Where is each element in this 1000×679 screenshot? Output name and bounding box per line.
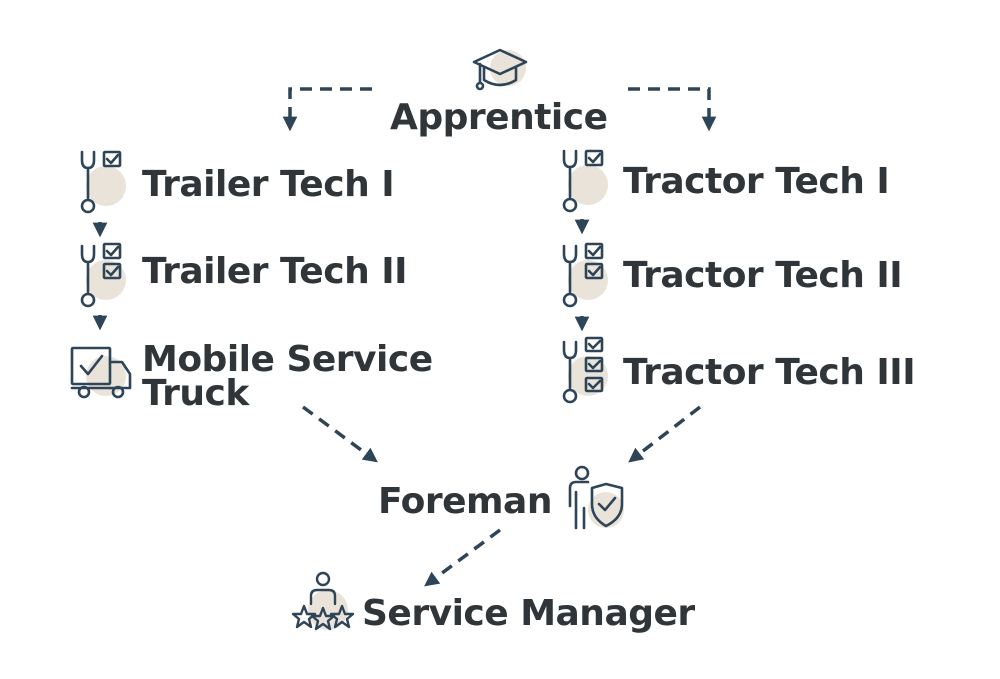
apprentice-label: Apprentice [390,97,608,138]
edge-tractor-tech-3-foreman [628,405,702,463]
wrench-checklist-icon [562,242,608,308]
wrench-checklist-icon [562,149,608,213]
trailer-tech-1-label: Trailer Tech I [142,164,395,205]
foreman-label: Foreman [378,481,552,522]
edge-foreman-service-manager [424,528,502,587]
wrench-checklist-icon [562,336,608,404]
service-manager-label: Service Manager [362,593,695,634]
edge-mobile-service-truck-foreman [301,405,378,463]
person-stars-icon [291,571,355,631]
person-shield-icon [568,465,624,530]
tractor-tech-1-label: Tractor Tech I [623,161,890,202]
mobile-service-truck-label: Mobile Service Truck [142,339,433,414]
wrench-checklist-icon [80,242,126,308]
edge-apprentice-trailer-tech-1 [282,87,372,132]
trailer-tech-2-label: Trailer Tech II [142,251,408,292]
tractor-tech-3-label: Tractor Tech III [623,352,916,393]
graduation-cap-icon [472,48,528,91]
edge-apprentice-tractor-tech-1 [628,87,717,132]
wrench-checklist-icon [80,150,126,214]
service-truck-icon [70,346,132,399]
tractor-tech-2-label: Tractor Tech II [623,255,903,296]
